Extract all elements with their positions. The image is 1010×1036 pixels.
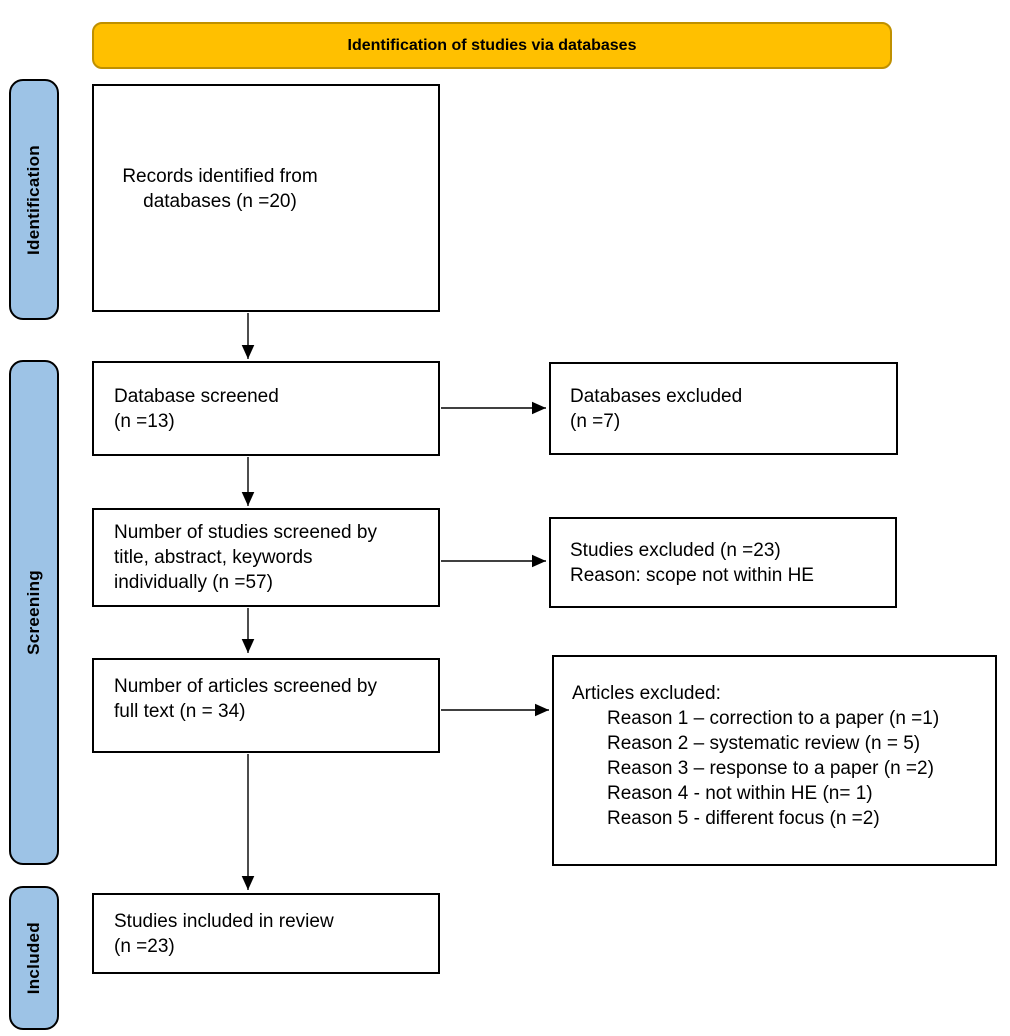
box-text-line: (n =7) bbox=[570, 410, 621, 432]
box-text-line: Database screened bbox=[114, 385, 279, 407]
box-text-line: databases (n =20) bbox=[143, 191, 297, 212]
databases-excluded-box: Databases excluded (n =7) bbox=[549, 362, 898, 455]
box-text-line: Databases excluded bbox=[570, 385, 743, 407]
studies-included-box: Studies included in review (n =23) bbox=[92, 893, 440, 974]
diagram-title-banner: Identification of studies via databases bbox=[92, 22, 892, 69]
box-text-line: individually (n =57) bbox=[114, 572, 273, 593]
articles-excluded-box: Articles excluded: Reason 1 – correction… bbox=[552, 655, 997, 866]
exclusion-reason: Reason 4 - not within HE (n= 1) bbox=[607, 783, 873, 804]
box-text-line: Records identified from bbox=[122, 166, 318, 187]
stage-label-text: Included bbox=[24, 921, 43, 995]
database-screened-box: Database screened (n =13) bbox=[92, 361, 440, 456]
stage-label-identification: Identification bbox=[9, 79, 59, 320]
box-text-line: Studies included in review bbox=[114, 910, 334, 932]
exclusion-reason: Reason 2 – systematic review (n = 5) bbox=[607, 733, 921, 754]
studies-excluded-box: Studies excluded (n =23) Reason: scope n… bbox=[549, 517, 897, 608]
box-text-line: Studies excluded (n =23) bbox=[570, 539, 781, 561]
box-text-line: Number of studies screened by bbox=[114, 522, 377, 543]
box-text-line: (n =23) bbox=[114, 935, 175, 957]
stage-label-screening: Screening bbox=[9, 360, 59, 865]
box-text-line: Reason: scope not within HE bbox=[570, 564, 814, 586]
articles-screened-box: Number of articles screened by full text… bbox=[92, 658, 440, 753]
studies-screened-box: Number of studies screened by title, abs… bbox=[92, 508, 440, 607]
exclusion-reason: Reason 3 – response to a paper (n =2) bbox=[607, 758, 934, 779]
box-text-line: full text (n = 34) bbox=[114, 700, 246, 722]
box-text-line: Number of articles screened by bbox=[114, 675, 377, 697]
box-text-line: Articles excluded: bbox=[572, 683, 721, 704]
stage-label-text: Identification bbox=[24, 144, 43, 255]
records-identified-box: Records identified from databases (n =20… bbox=[92, 84, 440, 312]
diagram-title: Identification of studies via databases bbox=[347, 36, 637, 54]
box-text-line: (n =13) bbox=[114, 410, 175, 432]
stage-label-text: Screening bbox=[24, 570, 43, 655]
exclusion-reason: Reason 5 - different focus (n =2) bbox=[607, 808, 880, 829]
box-text-line: title, abstract, keywords bbox=[114, 547, 313, 568]
exclusion-reason: Reason 1 – correction to a paper (n =1) bbox=[607, 708, 940, 729]
stage-label-included: Included bbox=[9, 886, 59, 1030]
